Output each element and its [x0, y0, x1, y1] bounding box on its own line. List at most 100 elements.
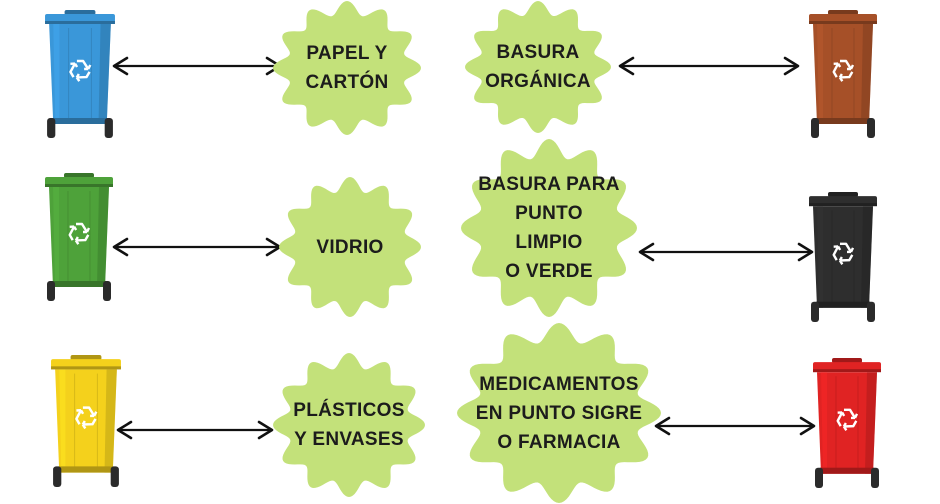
arrow-heads: [654, 416, 816, 436]
badge-paper-cardboard: PAPEL Y CARTÓN: [272, 0, 422, 136]
bin-body-shade: [861, 206, 873, 308]
bin-lid-handle: [828, 10, 858, 15]
bin-wheel-left: [47, 281, 55, 301]
badge-plastics-line-1: PLÁSTICOS: [293, 400, 405, 421]
bin-medicines: [812, 358, 882, 488]
bin-lid-handle: [64, 173, 94, 178]
bin-lid-edge: [45, 21, 115, 24]
bin-base: [58, 466, 114, 473]
bin-wheel-right: [871, 467, 879, 488]
bin-lid-edge: [45, 184, 113, 187]
bin-body: [817, 372, 877, 474]
bin-body-highlight: [817, 206, 823, 308]
bin-lid-edge: [809, 203, 877, 207]
bin-body-shade: [98, 24, 111, 124]
bin-body-highlight: [53, 187, 59, 287]
badge-organic-line-2: ORGÁNICA: [485, 71, 591, 92]
badge-scalloped-shape: [273, 1, 421, 135]
bin-body-shade: [104, 369, 117, 473]
badge-organic-line-1: BASURA: [496, 42, 580, 63]
bin-wheel-left: [815, 467, 823, 488]
bin-lid: [809, 196, 877, 206]
badge-shape: [457, 323, 661, 503]
bin-base: [820, 467, 874, 474]
badge-clean-point-line-4: O VERDE: [505, 261, 593, 282]
recycle-icon: [836, 408, 859, 431]
arrow-heads: [638, 242, 814, 262]
bin-lid: [45, 177, 113, 186]
badge-clean-point-line-2: PUNTO: [515, 203, 583, 224]
bin-body-shade: [861, 24, 873, 124]
bin-body-highlight: [59, 369, 66, 473]
bin-lid: [809, 14, 877, 23]
bin-wheel-left: [53, 466, 62, 487]
bin-body: [813, 206, 873, 308]
bin-lid-handle: [832, 358, 862, 364]
bin-lid-edge: [51, 366, 121, 370]
bin-lid-edge: [813, 369, 881, 373]
bin-body-highlight: [817, 24, 823, 124]
bin-wheel-right: [110, 466, 119, 487]
arrow-heads: [618, 56, 800, 76]
badge-medicines-line-3: O FARMACIA: [497, 431, 621, 453]
badge-medicines: MEDICAMENTOS EN PUNTO SIGRE O FARMACIA: [456, 322, 662, 504]
bin-body: [49, 187, 109, 287]
recycle-icon: [75, 406, 98, 430]
bin-paper-cardboard: [44, 10, 116, 138]
bin-lid-edge: [809, 21, 877, 24]
bin-body: [55, 369, 117, 473]
bin-lid-handle: [64, 10, 96, 15]
bin-base: [816, 118, 870, 124]
badge-shape: [465, 1, 611, 133]
bin-body-shade: [97, 187, 109, 287]
badge-paper-line-2: CARTÓN: [305, 72, 389, 93]
bin-wheel-right: [104, 118, 113, 138]
badge-scalloped-shape: [279, 177, 421, 317]
bin-wheel-left: [811, 118, 819, 138]
recycle-icon: [69, 59, 92, 82]
recycle-icon: [832, 59, 855, 82]
bin-body: [49, 24, 111, 124]
arrow-heads: [116, 420, 274, 440]
bin-wheel-left: [811, 301, 819, 322]
bin-clean-point: [808, 192, 878, 322]
badge-plastics-line-2: Y ENVASES: [294, 429, 404, 450]
bin-body: [813, 24, 873, 124]
badge-clean-point-line-1: BASURA PARA: [478, 174, 620, 195]
bin-base: [52, 281, 106, 287]
badge-shape: [273, 353, 425, 497]
bin-plastics: [50, 355, 122, 487]
badge-scalloped-shape: [273, 353, 425, 497]
badge-glass: VIDRIO: [278, 176, 422, 318]
badge-medicines-line-1: MEDICAMENTOS: [479, 373, 639, 395]
bin-organic: [808, 10, 878, 138]
bin-wheel-right: [867, 301, 875, 322]
badge-scalloped-shape: [461, 139, 637, 317]
badge-paper-line-1: PAPEL Y: [306, 43, 388, 64]
bin-base: [816, 301, 870, 308]
badge-organic-waste: BASURA ORGÁNICA: [464, 0, 612, 134]
badge-scalloped-shape: [457, 323, 661, 503]
bin-base: [52, 118, 108, 124]
badge-shape: [461, 139, 637, 317]
badge-plastics: PLÁSTICOS Y ENVASES: [272, 352, 426, 498]
bin-lid-handle: [828, 192, 858, 198]
bin-body-shade: [865, 372, 877, 474]
recycle-icon: [68, 222, 91, 245]
bin-lid: [813, 362, 881, 372]
bin-glass: [44, 173, 114, 301]
bin-body-highlight: [53, 24, 60, 124]
badge-shape: [273, 1, 421, 135]
bin-lid-handle: [70, 355, 102, 361]
badge-clean-point: BASURA PARA PUNTO LIMPIO O VERDE: [460, 138, 638, 318]
bin-wheel-right: [867, 118, 875, 138]
bin-wheel-right: [103, 281, 111, 301]
bin-lid: [45, 14, 115, 23]
badge-glass-line-1: VIDRIO: [316, 236, 384, 258]
badge-shape: [279, 177, 421, 317]
